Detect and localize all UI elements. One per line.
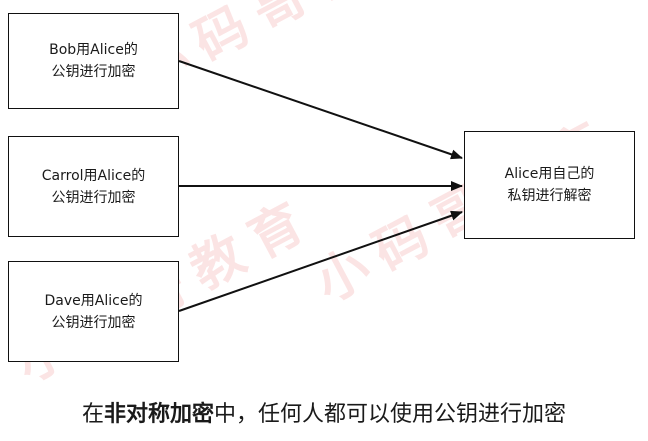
node-dave-encrypt: Dave用Alice的 公钥进行加密 bbox=[8, 261, 179, 362]
figure-caption: 在非对称加密中，任何人都可以使用公钥进行加密 bbox=[0, 396, 648, 428]
caption-emphasis: 非对称加密 bbox=[103, 402, 214, 427]
node-label-line1: Dave用Alice的 bbox=[44, 292, 143, 309]
node-bob-encrypt: Bob用Alice的 公钥进行加密 bbox=[8, 13, 179, 109]
node-label-line2: 公钥进行加密 bbox=[51, 189, 136, 206]
node-label-line2: 公钥进行加密 bbox=[51, 64, 136, 80]
arrow-dave-to-alice bbox=[178, 210, 463, 312]
node-label-line2: 公钥进行加密 bbox=[51, 314, 136, 331]
node-label-line1: Bob用Alice的 bbox=[49, 42, 138, 58]
node-label-line2: 私钥进行解密 bbox=[507, 188, 592, 204]
node-label-line1: Alice用自己的 bbox=[504, 166, 595, 182]
arrow-bob-to-alice bbox=[178, 60, 463, 160]
node-alice-decrypt: Alice用自己的 私钥进行解密 bbox=[464, 131, 635, 239]
caption-prefix: 在 bbox=[81, 402, 104, 427]
node-carrol-encrypt: Carrol用Alice的 公钥进行加密 bbox=[8, 136, 179, 237]
node-label-line1: Carrol用Alice的 bbox=[41, 167, 146, 184]
caption-suffix: 中，任何人都可以使用公钥进行加密 bbox=[214, 402, 567, 427]
